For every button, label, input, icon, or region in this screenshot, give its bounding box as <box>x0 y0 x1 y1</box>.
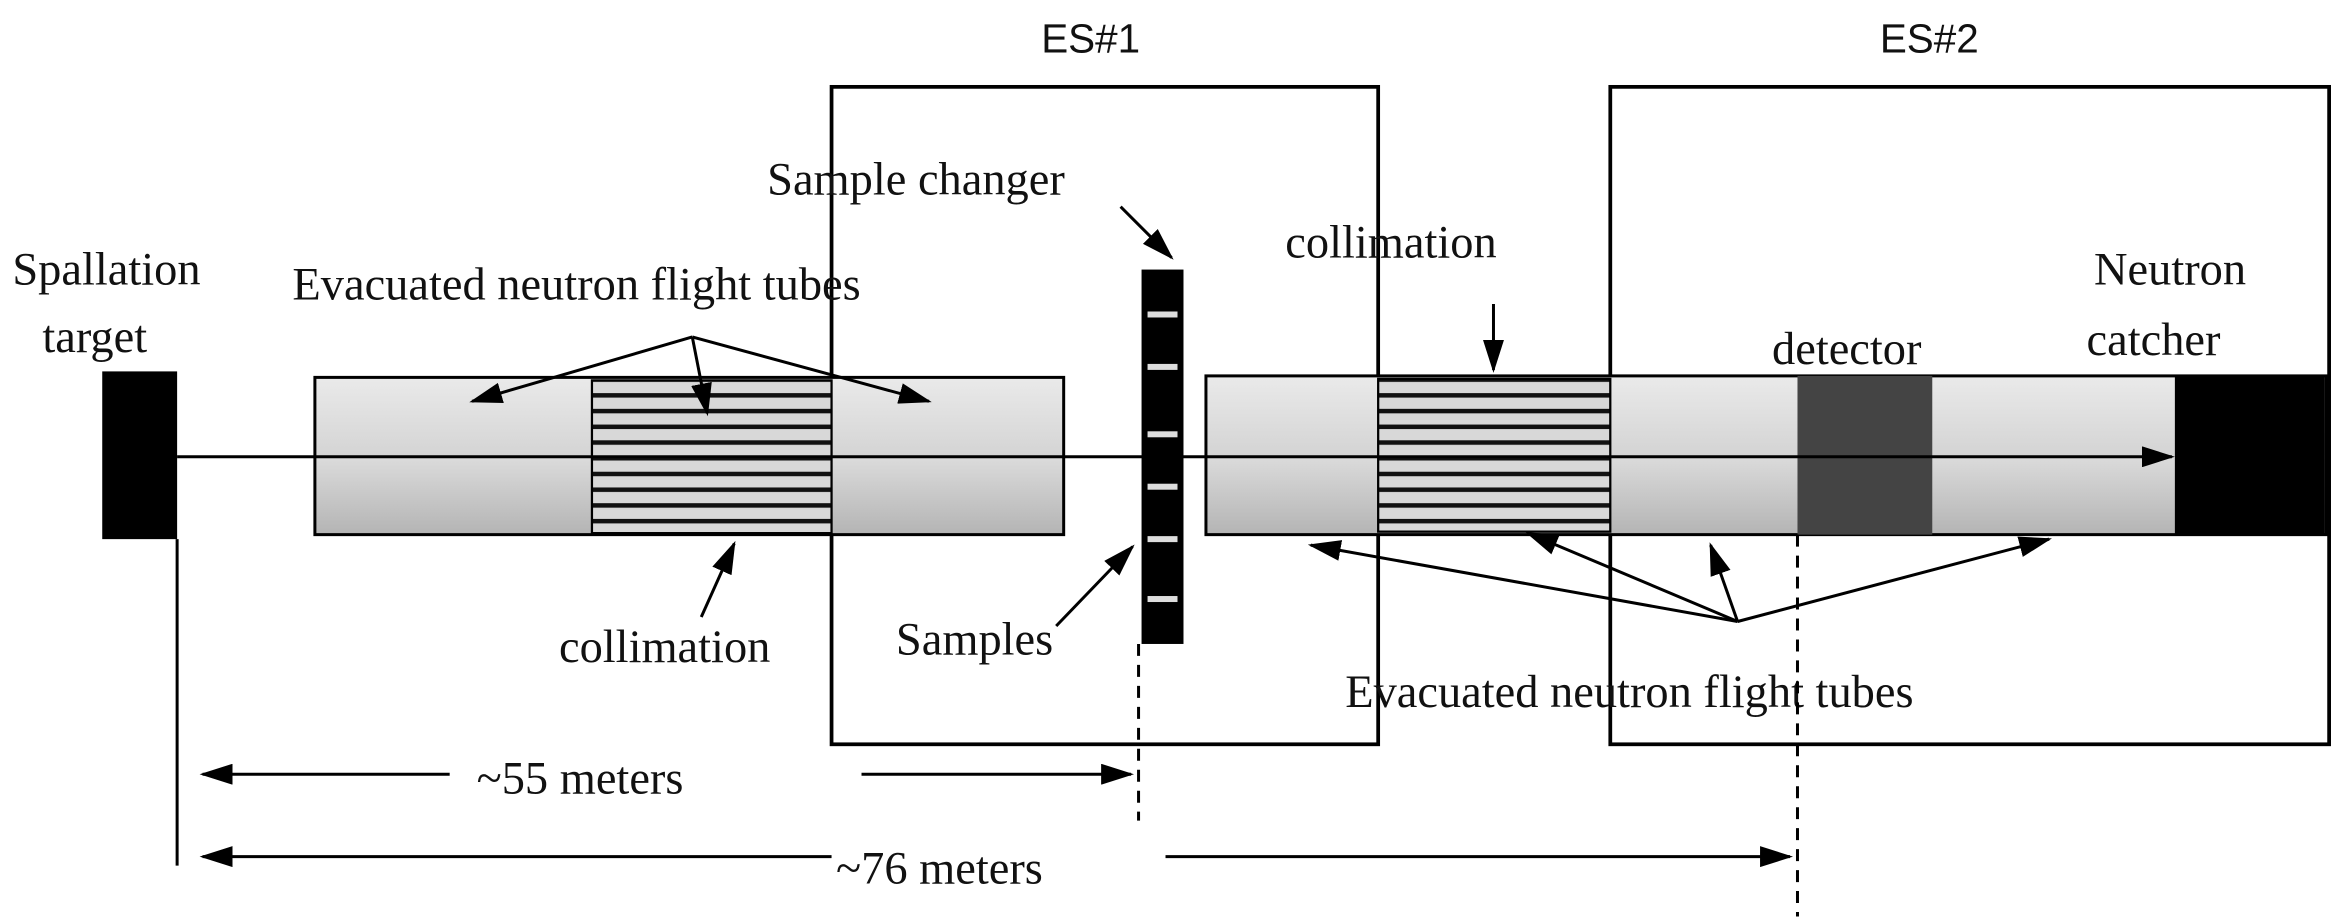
catcher-label: catcher <box>2087 315 2221 366</box>
distance-76m-label: ~76 meters <box>836 844 1043 895</box>
samples <box>1147 311 1178 603</box>
tubes-upper-label: Evacuated neutron flight tubes <box>292 260 860 311</box>
collimation-left-label: collimation <box>559 622 770 673</box>
es1-label: ES#1 <box>1041 15 1140 61</box>
target-label: target <box>42 312 147 363</box>
neutron-label: Neutron <box>2094 245 2246 296</box>
distance-55m-label: ~55 meters <box>477 754 684 805</box>
tubes-lower-label: Evacuated neutron flight tubes <box>1345 667 1913 718</box>
detector-label: detector <box>1772 324 1922 375</box>
sample-changer <box>1141 269 1184 644</box>
collimation-right-label: collimation <box>1285 218 1496 269</box>
samples-label: Samples <box>896 614 1053 665</box>
spallation-label: Spallation <box>12 245 200 296</box>
spallation-target <box>102 371 178 540</box>
sample-changer-label: Sample changer <box>767 155 1065 206</box>
pointer-arrows <box>469 205 2052 628</box>
neutron-catcher <box>2174 375 2325 535</box>
es2-label: ES#2 <box>1880 15 1979 61</box>
